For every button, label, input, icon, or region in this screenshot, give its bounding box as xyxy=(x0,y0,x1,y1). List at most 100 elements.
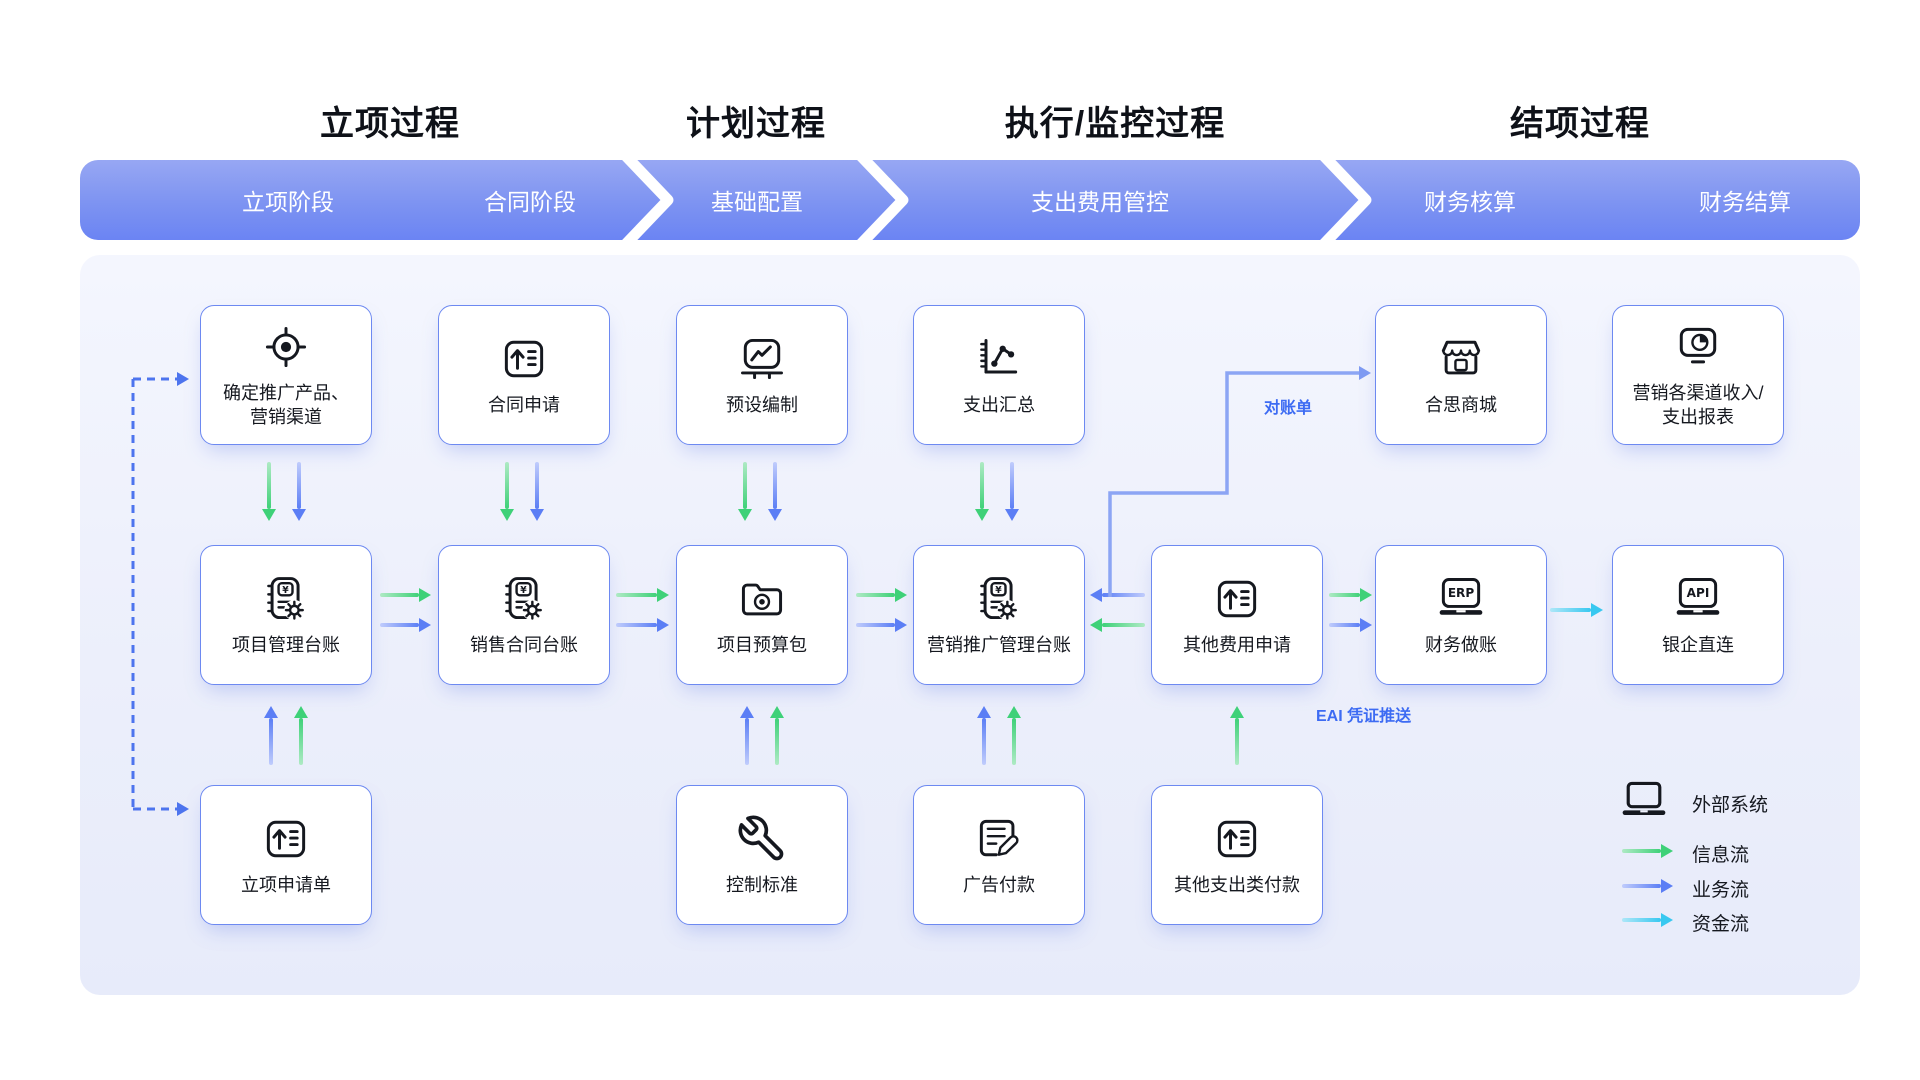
node-label: 营销各渠道收入/ xyxy=(1632,383,1764,404)
business-flow-arrow xyxy=(1329,623,1360,627)
stage-label-basic-config: 基础配置 xyxy=(711,189,803,215)
submit-form-icon xyxy=(1217,820,1257,857)
target-icon xyxy=(265,327,307,368)
document-edit-icon xyxy=(979,819,1019,857)
business-flow-arrow xyxy=(982,718,986,765)
node-hesi-mall: 合思商城 xyxy=(1375,305,1547,445)
stage-chevron-separators xyxy=(622,160,1372,240)
phase-title-closing: 结项过程 xyxy=(1510,105,1650,143)
node-label: 项目预算包 xyxy=(717,634,807,655)
legend-info-flow-arrow xyxy=(1622,849,1661,853)
wrench-icon xyxy=(738,815,784,861)
submit-form-icon xyxy=(266,820,306,857)
external-system-laptop-icon xyxy=(1622,781,1666,815)
svg-text:¥: ¥ xyxy=(282,585,289,596)
node-sales-contract-ledger: ¥ 销售合同台账 xyxy=(438,545,610,685)
folder-record-icon xyxy=(741,583,783,616)
business-flow-arrow xyxy=(1102,593,1145,597)
legend-business-flow-arrow xyxy=(1622,884,1661,888)
node-expense-summary: 支出汇总 xyxy=(913,305,1085,445)
node-label: 合同申请 xyxy=(488,394,560,415)
info-flow-arrow xyxy=(299,718,303,765)
presentation-chart-icon xyxy=(741,338,783,379)
node-contract-apply: 合同申请 xyxy=(438,305,610,445)
business-flow-arrow xyxy=(297,462,301,509)
info-flow-arrow xyxy=(1012,718,1016,765)
business-flow-arrow xyxy=(745,718,749,765)
svg-text:ERP: ERP xyxy=(1448,586,1475,600)
business-flow-arrow xyxy=(269,718,273,765)
node-marketing-ledger: ¥ 营销推广管理台账 xyxy=(913,545,1085,685)
info-flow-arrow xyxy=(1235,718,1239,765)
node-label: 广告付款 xyxy=(963,874,1035,895)
fund-flow-arrow xyxy=(1550,608,1591,612)
node-ad-payment: 广告付款 xyxy=(913,785,1085,925)
store-icon xyxy=(1441,340,1481,375)
stage-label-expense-ctrl: 支出费用管控 xyxy=(1031,189,1169,215)
business-flow-arrow xyxy=(535,462,539,509)
info-flow-arrow xyxy=(743,462,747,509)
node-channel-report: 营销各渠道收入/支出报表 xyxy=(1612,305,1784,445)
phase-title-planning: 计划过程 xyxy=(686,105,826,143)
ledger-gear-icon: ¥ xyxy=(267,576,305,621)
business-flow-arrow xyxy=(616,623,657,627)
legend-business-flow: 业务流 xyxy=(1692,880,1750,901)
node-label: 银企直连 xyxy=(1662,634,1734,655)
node-preset-budgeting: 预设编制 xyxy=(676,305,848,445)
submit-form-icon xyxy=(504,340,544,377)
info-flow-arrow xyxy=(380,593,419,597)
phase-title-initiation: 立项过程 xyxy=(320,105,460,143)
node-finance-accounting: ERP 财务做账 xyxy=(1375,545,1547,685)
node-bank-direct: API 银企直连 xyxy=(1612,545,1784,685)
stage-label-fin-settle: 财务结算 xyxy=(1699,189,1791,215)
info-flow-arrow xyxy=(616,593,657,597)
node-label: 其他费用申请 xyxy=(1183,634,1291,655)
ledger-gear-icon: ¥ xyxy=(505,576,543,621)
laptop-erp-icon: ERP xyxy=(1439,577,1483,615)
dashed-feedback-connector xyxy=(131,372,189,816)
node-label: 确定推广产品、 xyxy=(223,383,349,404)
stage-banner: 立项阶段 合同阶段 基础配置 支出费用管控 财务核算 财务结算 xyxy=(80,160,1860,240)
laptop-api-icon: API xyxy=(1676,577,1720,615)
submit-form-icon xyxy=(1217,580,1257,617)
node-label: 立项申请单 xyxy=(241,874,331,895)
node-label: 支出汇总 xyxy=(963,394,1035,415)
node-label: 控制标准 xyxy=(726,874,798,895)
svg-text:API: API xyxy=(1687,586,1710,600)
stage-label-initiation: 立项阶段 xyxy=(242,189,334,215)
node-control-standard: 控制标准 xyxy=(676,785,848,925)
node-project-ledger: ¥ 项目管理台账 xyxy=(200,545,372,685)
info-flow-arrow xyxy=(267,462,271,509)
info-flow-arrow xyxy=(505,462,509,509)
node-project-apply-form: 立项申请单 xyxy=(200,785,372,925)
business-flow-arrow xyxy=(856,623,895,627)
node-label: 项目管理台账 xyxy=(232,634,340,655)
business-flow-arrow xyxy=(380,623,419,627)
phase-title-execution: 执行/监控过程 xyxy=(1004,105,1226,143)
node-other-payment: 其他支出类付款 xyxy=(1151,785,1323,925)
node-label: 预设编制 xyxy=(726,394,798,415)
stage-label-contract: 合同阶段 xyxy=(484,189,576,215)
info-flow-arrow xyxy=(1102,623,1145,627)
info-flow-arrow xyxy=(775,718,779,765)
legend-info-flow: 信息流 xyxy=(1692,845,1750,866)
monitor-pie-icon xyxy=(1679,327,1717,364)
node-project-budget-pkg: 项目预算包 xyxy=(676,545,848,685)
ledger-gear-icon: ¥ xyxy=(980,576,1018,621)
reconciliation-label: 对账单 xyxy=(1263,400,1312,417)
node-label: 合思商城 xyxy=(1425,394,1497,415)
stage-label-fin-account: 财务核算 xyxy=(1424,189,1516,215)
legend-external-system: 外部系统 xyxy=(1692,795,1769,816)
node-determine-promo: 确定推广产品、营销渠道 xyxy=(200,305,372,445)
svg-text:¥: ¥ xyxy=(995,585,1002,596)
info-flow-arrow xyxy=(980,462,984,509)
legend-fund-flow-arrow xyxy=(1622,918,1661,922)
node-label: 营销推广管理台账 xyxy=(927,634,1071,655)
node-label: 其他支出类付款 xyxy=(1174,874,1300,895)
eai-voucher-push-label: EAI 凭证推送 xyxy=(1316,708,1412,725)
node-label: 销售合同台账 xyxy=(470,634,578,655)
scatter-chart-icon xyxy=(980,338,1018,374)
legend-fund-flow: 资金流 xyxy=(1692,914,1750,935)
svg-text:¥: ¥ xyxy=(520,585,527,596)
